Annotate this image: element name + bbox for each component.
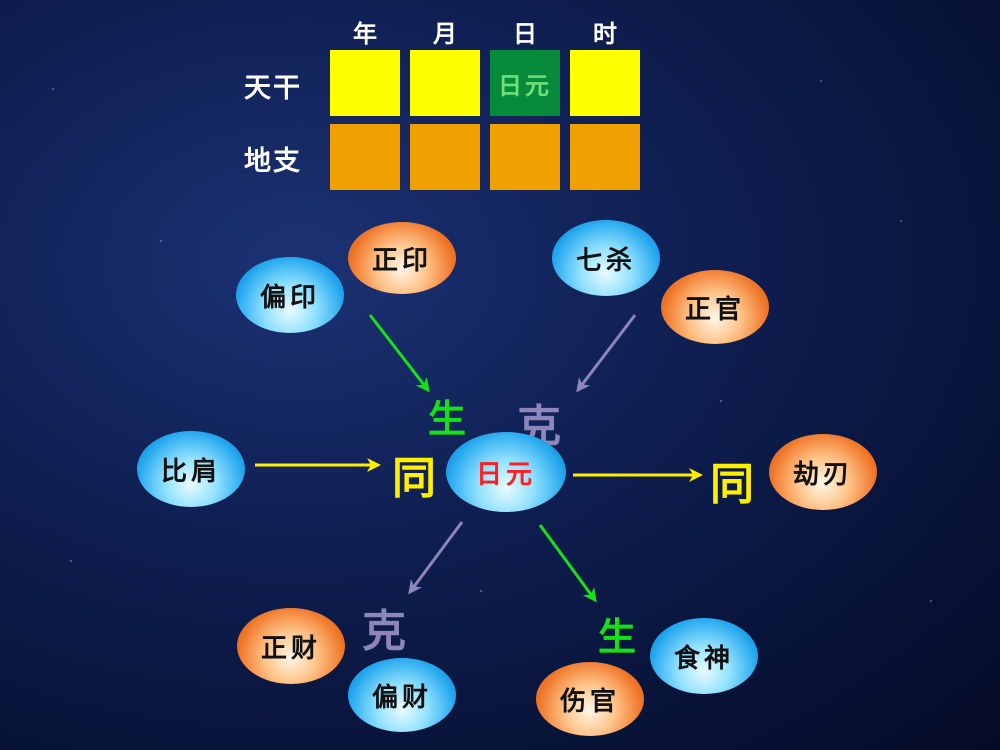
- cell-dizhi-hour: [570, 124, 640, 190]
- cell-dizhi-month: [410, 124, 480, 190]
- cell-dizhi-year: [330, 124, 400, 190]
- label-tong-right: 同: [710, 459, 754, 510]
- row-label-tiangan: 天干: [244, 73, 302, 104]
- node-piancai: 偏财: [348, 658, 456, 732]
- cell-tiangan-day-riyuan: 日元: [490, 50, 560, 116]
- node-shishen: 食神: [650, 618, 758, 694]
- node-pianyin: 偏印: [236, 257, 344, 333]
- row-label-dizhi: 地支: [244, 146, 302, 177]
- label-tong-left: 同: [392, 453, 436, 504]
- cell-dizhi-day: [490, 124, 560, 190]
- node-zhengguan: 正官: [661, 270, 769, 344]
- header-day: 日: [513, 19, 537, 48]
- arrow-sheng-riyuan-to-shishang: [538, 524, 597, 603]
- node-riyuan: 日元: [446, 432, 566, 512]
- label-sheng-top: 生: [428, 396, 467, 441]
- node-bijian: 比肩: [137, 431, 245, 507]
- star: [820, 80, 822, 82]
- star: [900, 220, 902, 222]
- star: [480, 590, 482, 592]
- star: [720, 400, 722, 402]
- cell-tiangan-hour: [570, 50, 640, 116]
- node-qisha: 七杀: [552, 220, 660, 296]
- star: [52, 88, 54, 90]
- arrow-ke-guan-to-riyuan: [576, 314, 637, 393]
- node-shangguan: 伤官: [536, 662, 644, 736]
- node-zhengyin: 正印: [348, 222, 456, 294]
- star: [70, 560, 72, 562]
- node-zhengcai: 正财: [237, 608, 345, 684]
- star: [930, 600, 932, 602]
- arrow-ke-riyuan-to-cai: [408, 521, 464, 595]
- arrow-sheng-yin-to-riyuan: [368, 314, 430, 393]
- header-month: 月: [433, 19, 457, 48]
- cell-tiangan-month: [410, 50, 480, 116]
- label-sheng-bottom: 生: [598, 614, 637, 659]
- cell-tiangan-year: [330, 50, 400, 116]
- star: [160, 240, 162, 242]
- label-ke-bottom: 克: [362, 606, 406, 657]
- node-jieren: 劫刃: [769, 434, 877, 510]
- header-hour: 时: [593, 19, 617, 48]
- header-year: 年: [353, 19, 377, 48]
